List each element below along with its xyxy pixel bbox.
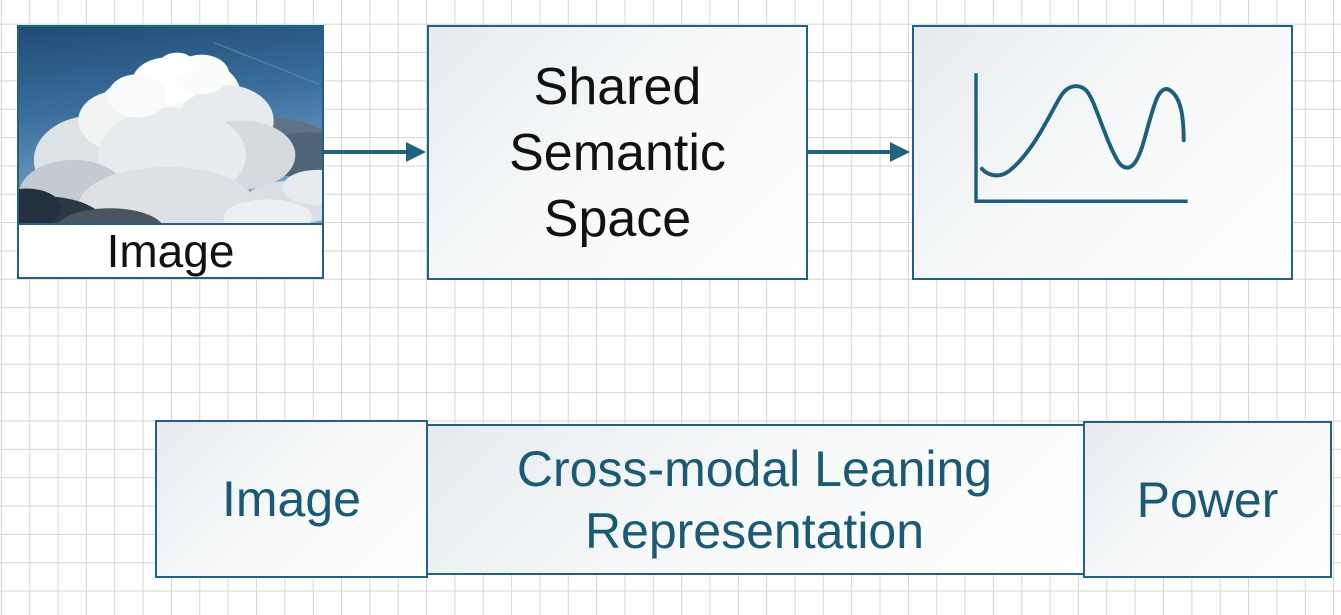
cross-modal-box[interactable]: Cross-modal Leaning Representation: [424, 424, 1085, 575]
arrow-image-to-shared[interactable]: [322, 138, 426, 166]
image-card-label-text: Image: [106, 225, 235, 277]
arrow-right-icon: [806, 142, 910, 162]
power-box[interactable]: Power: [1083, 421, 1332, 578]
power-signal-box[interactable]: [912, 25, 1293, 280]
image-card-label: Image: [17, 223, 324, 279]
cloud-photo: [17, 25, 324, 225]
image-box-bottom-label: Image: [222, 471, 361, 527]
cloud-photo-illustration: [19, 27, 322, 223]
power-box-label: Power: [1136, 471, 1279, 528]
shared-semantic-space-box[interactable]: Shared Semantic Space: [427, 25, 808, 280]
cross-modal-text: Cross-modal Leaning Representation: [516, 440, 993, 559]
arrow-shared-to-power[interactable]: [806, 138, 910, 166]
image-card[interactable]: Image: [17, 25, 324, 279]
arrow-right-icon: [322, 142, 426, 162]
waveform-curve-icon: [974, 73, 1188, 203]
shared-semantic-space-text: Shared Semantic Space: [509, 57, 726, 248]
image-box-bottom[interactable]: Image: [155, 420, 428, 578]
